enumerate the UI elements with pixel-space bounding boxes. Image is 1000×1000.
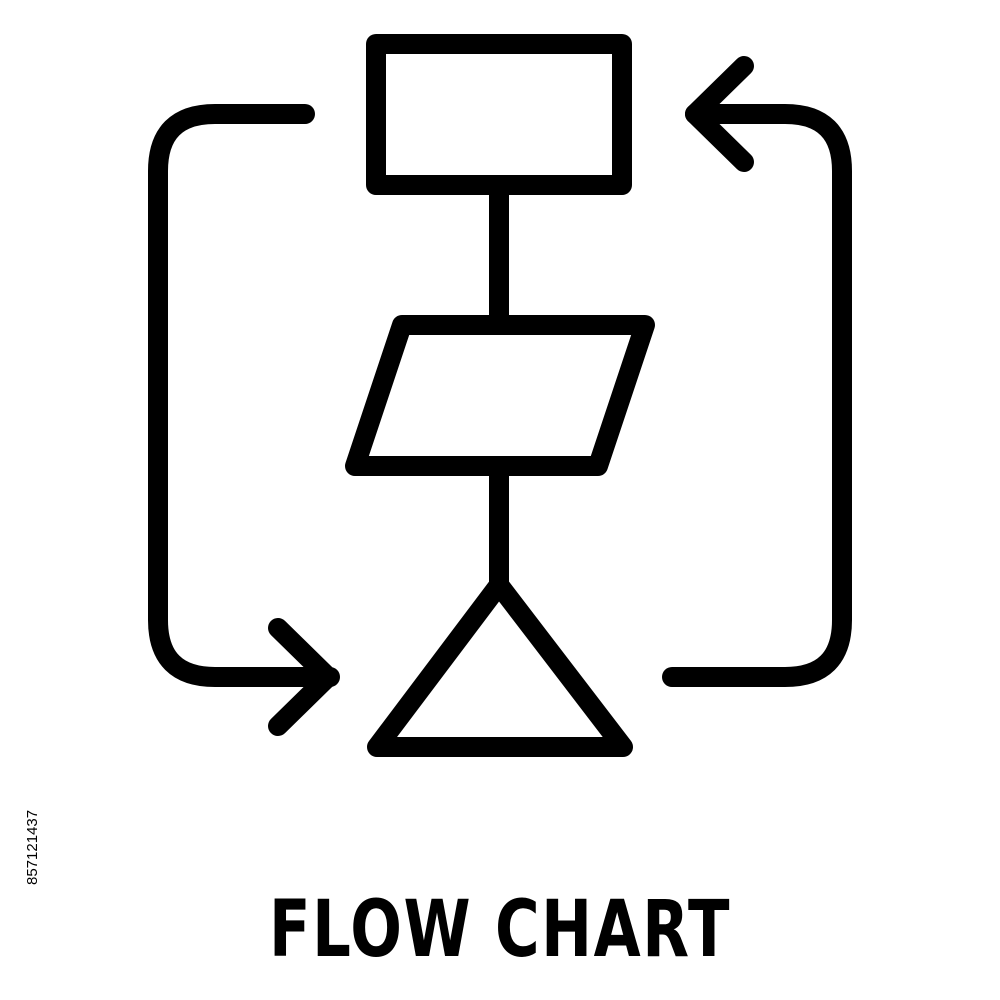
- return-arrow-right: [662, 104, 852, 687]
- return-arrow-left: [148, 104, 340, 687]
- arrowhead-left-icon: [685, 56, 754, 172]
- arrowhead-right-icon: [268, 618, 338, 736]
- stock-id-label: 857121437: [24, 809, 41, 885]
- merge-triangle: [367, 575, 633, 757]
- process-rectangle: [366, 34, 632, 195]
- input-output-parallelogram: [345, 315, 655, 476]
- icon-caption: FLOW CHART: [268, 885, 732, 975]
